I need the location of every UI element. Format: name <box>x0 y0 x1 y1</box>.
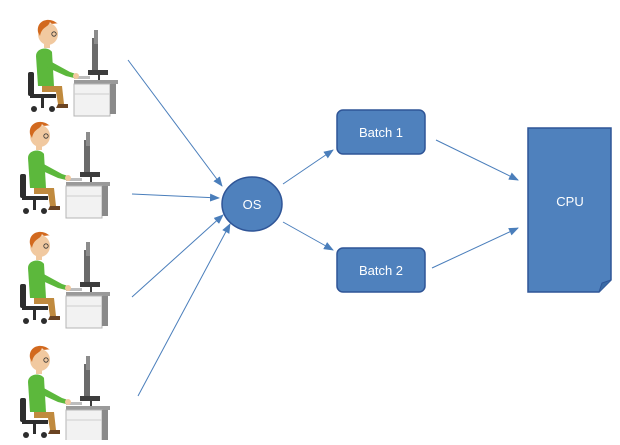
arrow-user2-to-os <box>131 193 220 202</box>
batch-2-label: Batch 2 <box>359 263 403 278</box>
user-2 <box>19 121 111 219</box>
os-label: OS <box>243 197 262 212</box>
user-at-computer-icon <box>19 231 111 329</box>
user-at-computer-icon <box>27 19 119 117</box>
arrow-user4-to-os <box>137 223 231 397</box>
arrow-user3-to-os <box>131 214 224 298</box>
arrow-batch-2-to-cpu <box>431 227 519 269</box>
user-at-computer-icon <box>19 345 111 443</box>
batch-2-node: Batch 2 <box>336 247 426 293</box>
os-node: OS <box>221 176 283 232</box>
user-1 <box>27 19 119 117</box>
arrow-os-to-batch-2 <box>282 221 334 251</box>
arrow-os-to-batch-1 <box>282 149 334 185</box>
arrow-batch-1-to-cpu <box>435 139 519 181</box>
cpu-label: CPU <box>556 194 583 209</box>
cpu-node: CPU <box>527 127 612 293</box>
user-at-computer-icon <box>19 121 111 219</box>
user-4 <box>19 345 111 443</box>
user-3 <box>19 231 111 329</box>
batch-1-label: Batch 1 <box>359 125 403 140</box>
batch-1-node: Batch 1 <box>336 109 426 155</box>
arrow-user1-to-os <box>127 59 223 187</box>
